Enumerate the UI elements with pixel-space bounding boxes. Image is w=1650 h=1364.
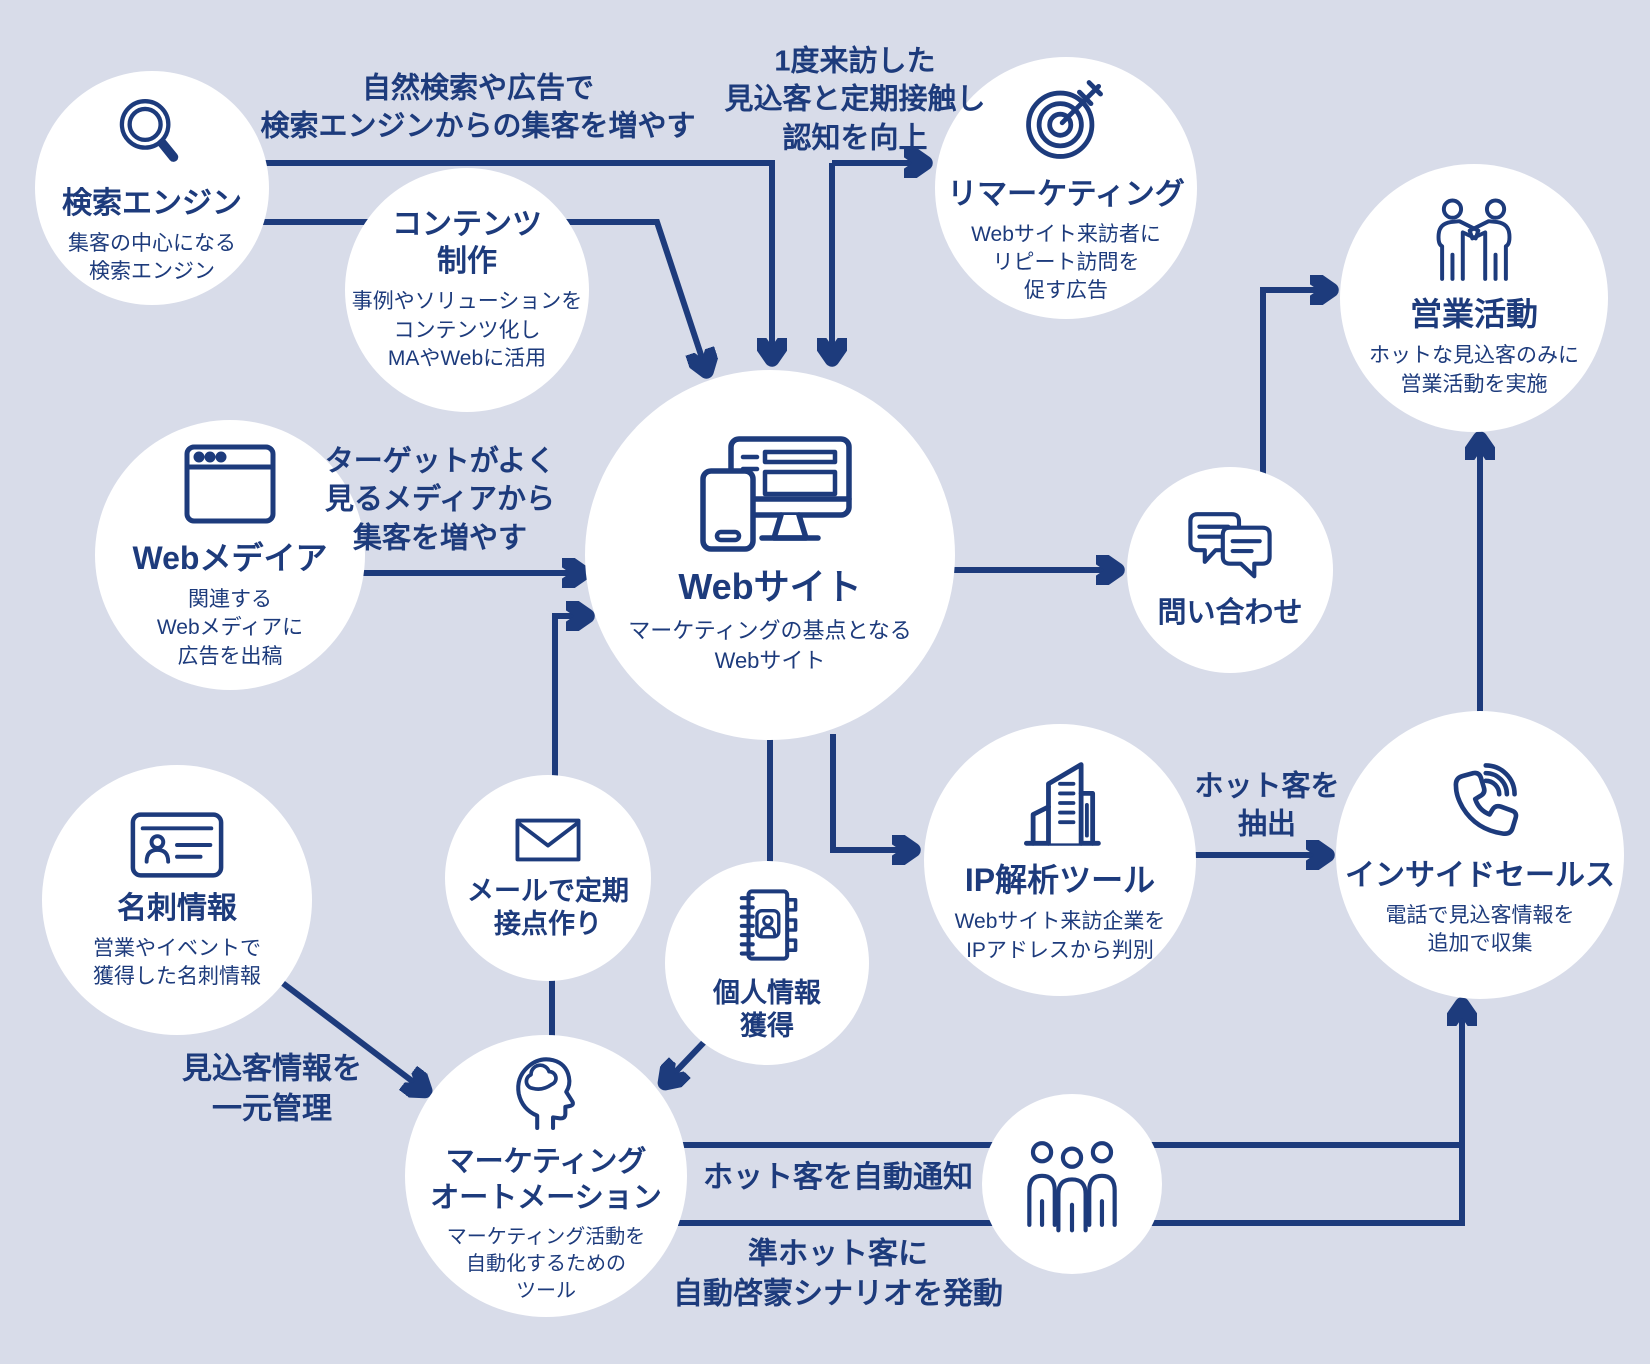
arrow-inquiry-to-sales [1260,290,1330,476]
node-inquiry: 問い合わせ [1127,467,1333,673]
node-title: インサイドセールス [1345,858,1615,892]
label-organic-search: 自然検索や広告で 検索エンジンからの集客を増やす [260,72,696,143]
node-title: メールで定期 接点作り [467,876,629,939]
label-hot-notify: ホット客を自動通知 [703,1161,973,1195]
node-email: メールで定期 接点作り [445,775,651,981]
node-title: 検索エンジン [62,186,242,220]
node-title: コンテンツ 制作 [392,208,542,278]
node-subtitle: 営業やイベントで 獲得した名刺情報 [93,937,261,989]
node-web-media: Webメデイア 関連する Webメディアに 広告を出稿 [95,420,365,690]
node-marketing-automation: マーケティング オートメーション マーケティング活動を 自動化するための ツール [405,1035,687,1317]
arrow-personal-info-to-ma [666,1035,711,1082]
label-target-media: ターゲットがよく 見るメディアから 集客を増やす [324,445,556,555]
label-semi-hot: 準ホット客に 自動啓蒙シナリオを発動 [673,1237,1003,1310]
node-title: 個人情報 獲得 [713,978,821,1041]
node-title: リマーケティング [947,177,1185,211]
node-inside-sales: インサイドセールス 電話で見込客情報を 追加で収集 [1336,711,1624,999]
head-icon [502,1047,590,1135]
node-title: IP解析ツール [964,862,1156,899]
arrow-email-to-website [552,616,586,790]
node-remarketing: リマーケティング Webサイト来訪者に リピート訪問を 促す広告 [935,57,1197,319]
building-icon [1012,755,1108,851]
node-title: マーケティング オートメーション [430,1146,662,1214]
node-website: Webサイト マーケティングの基点となる Webサイト [585,370,955,740]
handshake-icon [1418,197,1530,285]
node-hot-leads-people [982,1094,1162,1274]
arrow-search-to-website [232,160,772,358]
node-business-card: 名刺情報 営業やイベントで 獲得した名刺情報 [42,765,312,1035]
node-title: 営業活動 [1409,296,1538,333]
arrow-card-to-ma [274,975,424,1090]
label-lead-manage: 見込客情報を 一元管理 [182,1052,362,1125]
node-ip-tool: IP解析ツール Webサイト来訪企業を IPアドレスから判別 [924,724,1196,996]
node-title: 問い合わせ [1157,597,1303,630]
chat-icon [1185,508,1275,586]
arrow-ma-to-inside-sales [678,1006,1462,1226]
node-subtitle: 事例やソリューションを コンテンツ化し MAやWebに活用 [351,290,583,370]
people-icon [1013,1134,1131,1234]
node-search-engine: 検索エンジン 集客の中心になる 検索エンジン [35,71,269,305]
label-hot-extract: ホット客を 抽出 [1194,770,1340,841]
node-title: Webメデイア [132,540,328,577]
node-subtitle: マーケティングの基点となる Webサイト [628,618,912,673]
target-icon [1018,71,1114,167]
card-icon [128,809,226,881]
label-revisit: 1度来訪した 見込客と定期接触し 認知を向上 [724,45,986,155]
node-subtitle: ホットな見込客のみに 営業活動を実施 [1369,344,1579,396]
node-title: 名刺情報 [117,891,237,925]
arrow-website-to-ip-tool [830,734,912,850]
node-subtitle: 電話で見込客情報を 追加で収集 [1385,904,1575,956]
node-personal-info: 個人情報 獲得 [665,861,869,1065]
devices-icon [685,435,855,555]
mail-icon [513,815,583,865]
node-subtitle: Webサイト来訪企業を IPアドレスから判別 [954,910,1166,962]
node-title: Webサイト [678,565,862,607]
notebook-icon [725,883,809,967]
browser-icon [180,439,280,529]
node-subtitle: 集客の中心になる 検索エンジン [68,232,236,284]
node-subtitle: マーケティング活動を 自動化するための ツール [446,1226,646,1302]
node-subtitle: Webサイト来訪者に リピート訪問を 促す広告 [971,223,1161,303]
node-sales-activity: 営業活動 ホットな見込客のみに 営業活動を実施 [1340,164,1608,432]
search-icon [109,90,195,176]
node-content-production: コンテンツ 制作 事例やソリューションを コンテンツ化し MAやWebに活用 [345,168,589,412]
phone-icon [1432,752,1528,848]
node-subtitle: 関連する Webメディアに 広告を出稿 [156,588,304,668]
